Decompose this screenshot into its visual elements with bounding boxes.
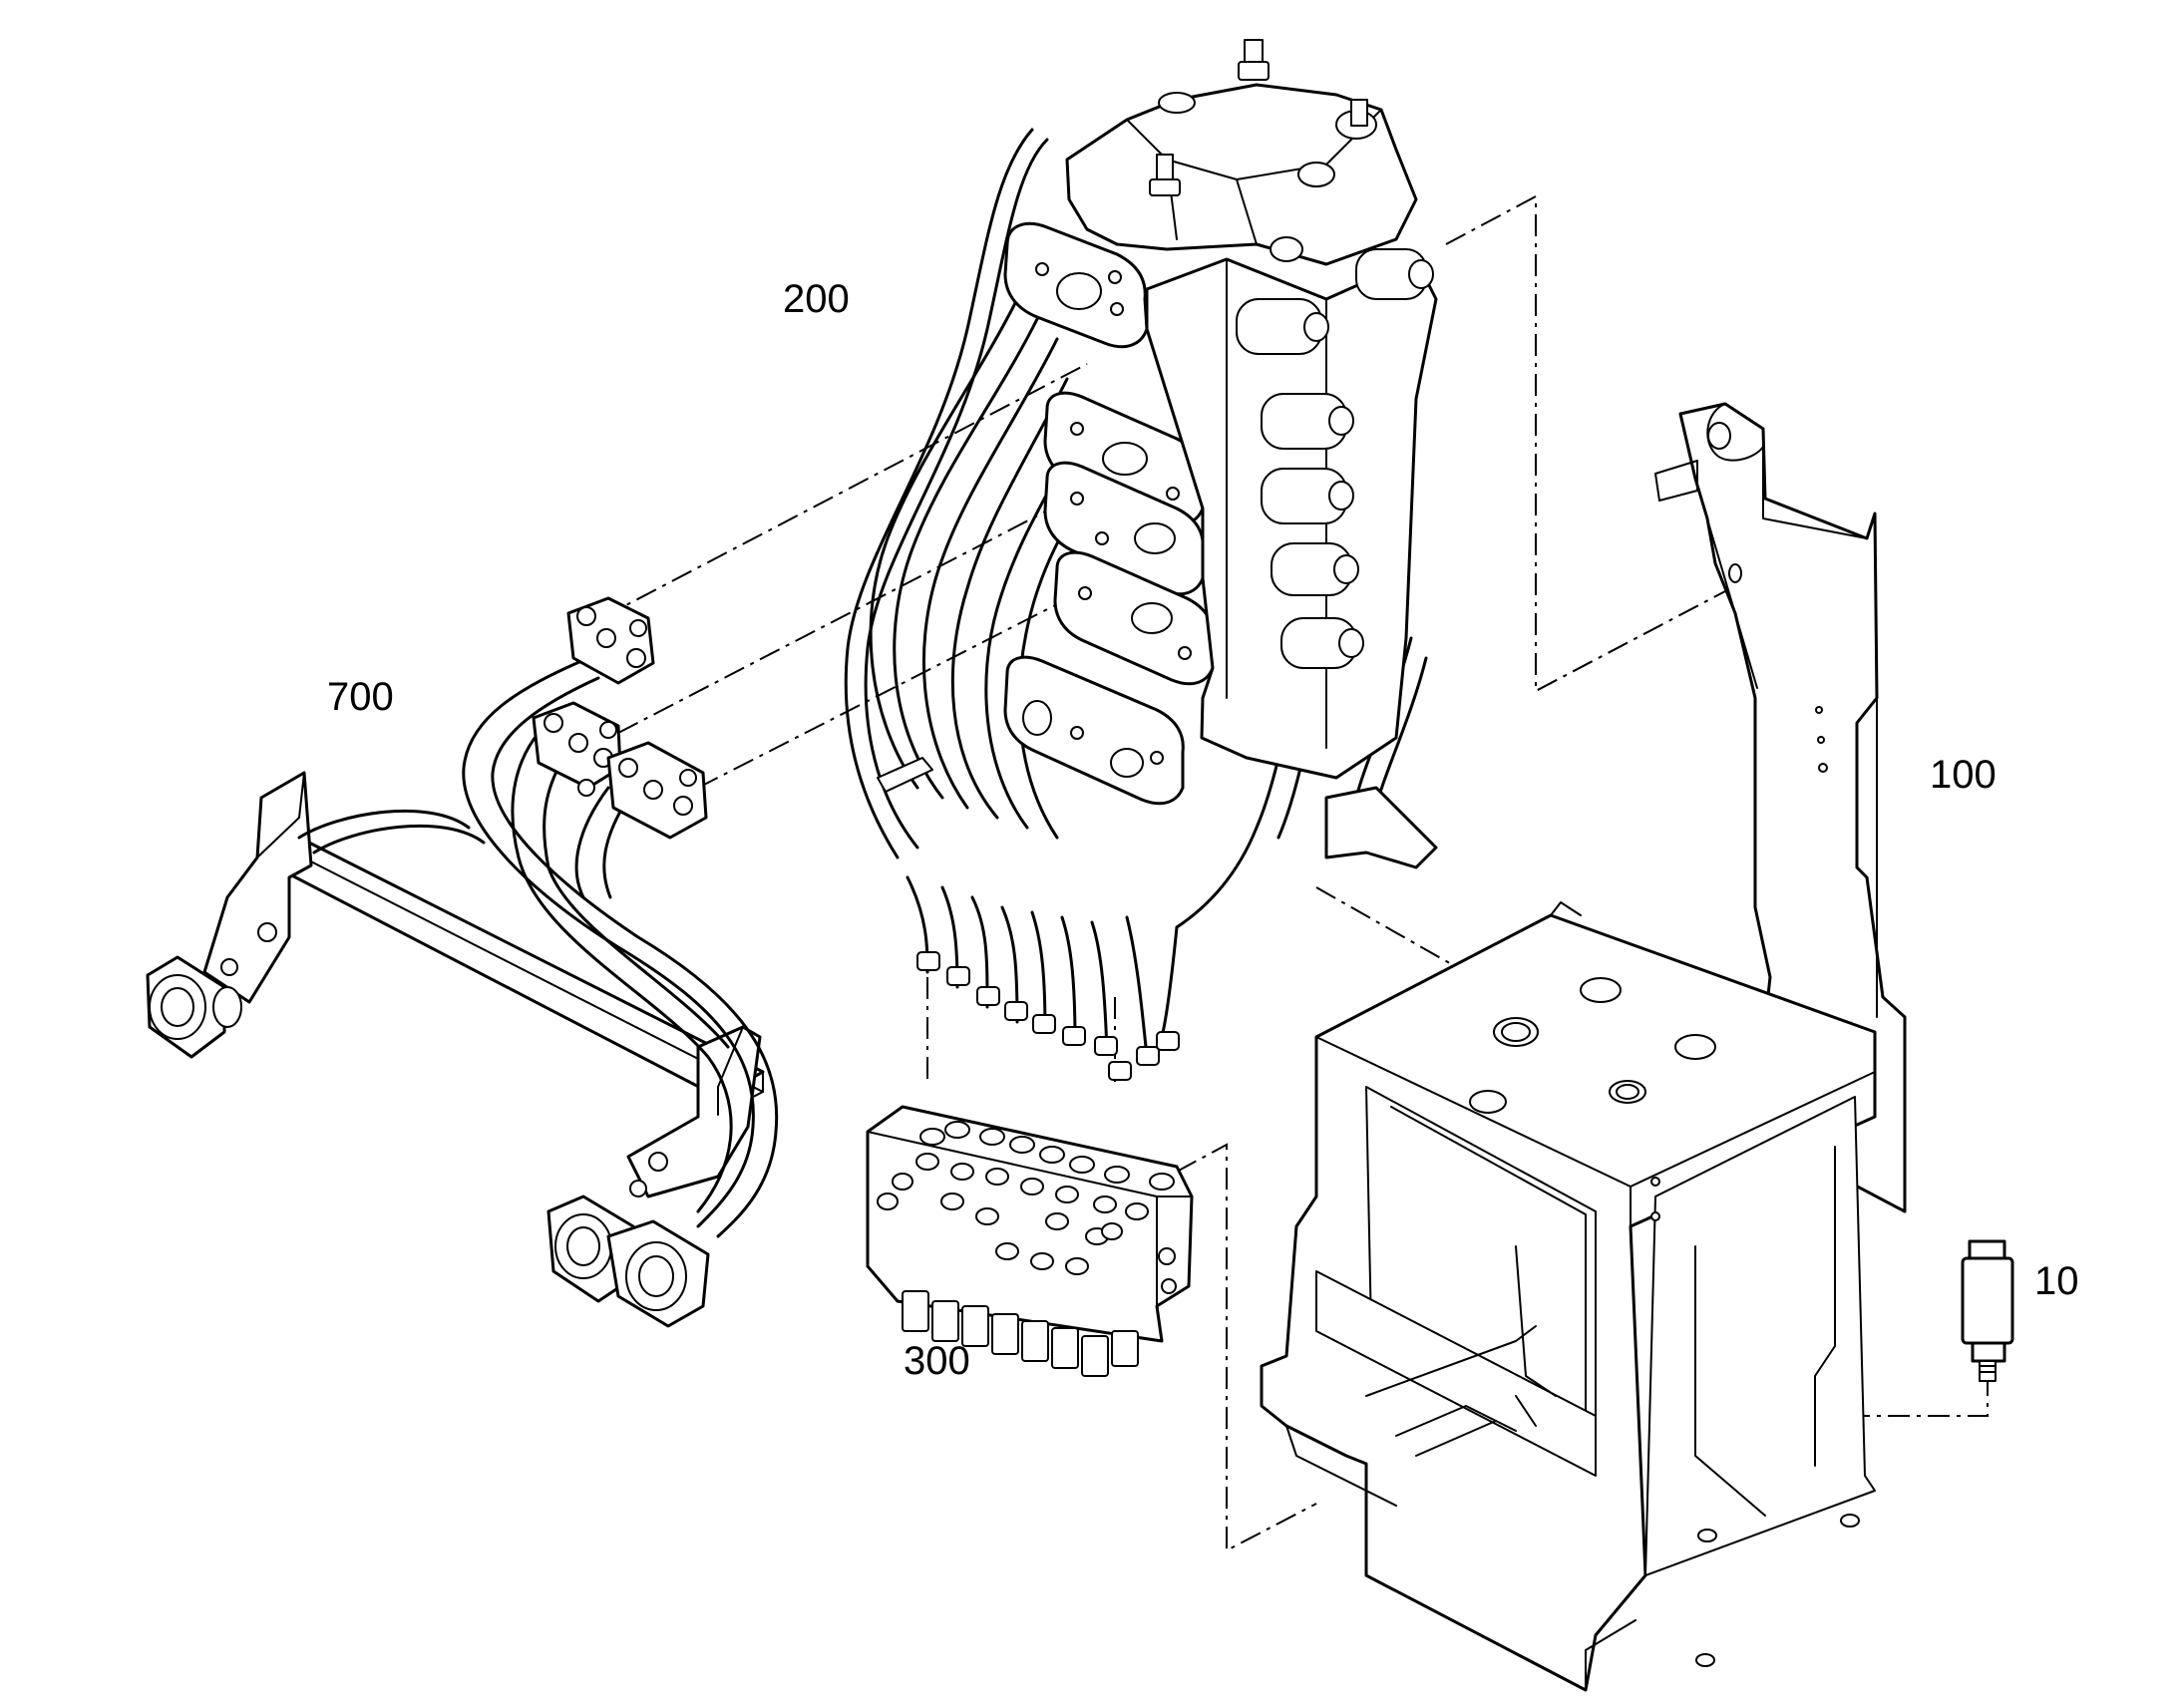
pipe-flange-top xyxy=(566,596,655,685)
valve-section-5 xyxy=(1003,655,1185,806)
hose-end-fittings xyxy=(916,951,1180,1081)
sensor-pin-part xyxy=(1961,1239,2014,1382)
label-100: 100 xyxy=(1930,753,1997,797)
valve-section-1 xyxy=(1003,221,1149,349)
pipe-bracket-assembly-part xyxy=(146,596,779,1328)
pipe-flange-bottom xyxy=(577,741,708,840)
manifold-block-part xyxy=(866,1105,1194,1377)
label-300: 300 xyxy=(904,1339,970,1383)
label-10: 10 xyxy=(2034,1259,2079,1303)
label-200: 200 xyxy=(783,277,850,321)
pipe-flange-middle xyxy=(532,701,622,790)
control-valve-block-part xyxy=(844,39,1438,1081)
support-frame-part xyxy=(1260,402,1907,1692)
label-700: 700 xyxy=(327,675,394,719)
manifold-cartridges xyxy=(902,1290,1139,1377)
manifold-fittings xyxy=(877,1121,1175,1275)
solenoid-coils xyxy=(1236,248,1434,669)
